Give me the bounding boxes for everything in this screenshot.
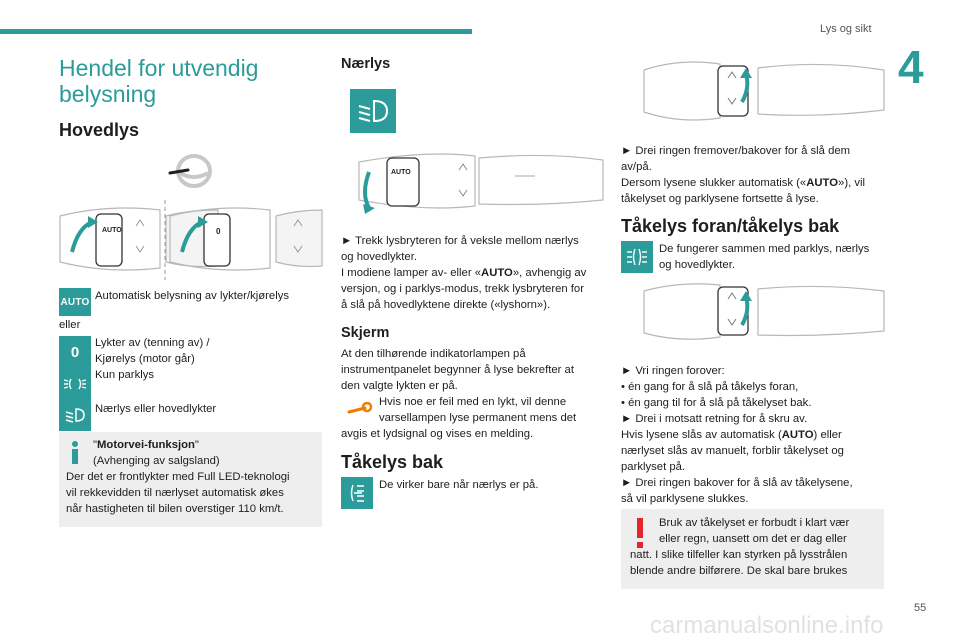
- chapter-number: 4: [898, 41, 924, 93]
- warning-line-4: blende andre bilførere. De skal bare bru…: [630, 565, 848, 577]
- ring-para-line-3: Dersom lysene slukker automatisk («AUTO»…: [621, 177, 866, 189]
- warning-line-3: natt. I slike tilfeller kan styrken på l…: [630, 549, 848, 561]
- steering-wheel-illustration: [168, 154, 212, 188]
- screen-para-line-1: At den tilhørende indikatorlampen på: [341, 348, 526, 360]
- fog-para-line-2: og hovedlykter.: [659, 259, 735, 271]
- fog-steps-line-7: parklyset på.: [621, 461, 686, 473]
- heading-rear-fog: Tåkelys bak: [341, 452, 444, 472]
- dipped-beam-large-icon: [350, 89, 396, 133]
- page-number: 55: [914, 602, 927, 614]
- info-line-2: vil rekkevidden til nærlyset automatisk …: [66, 487, 284, 499]
- svg-text:0: 0: [216, 227, 221, 236]
- fog-steps-line-9: så vil parklysene slukkes.: [621, 493, 749, 505]
- rear-fog-icon: [341, 477, 373, 509]
- fog-para-line-1: De fungerer sammen med parklys, nærlys: [659, 243, 870, 255]
- heading-fog-lights: Tåkelys foran/tåkelys bak: [621, 216, 840, 236]
- dipped-para-line-3: I modiene lamper av- eller «AUTO», avhen…: [341, 267, 587, 279]
- fault-para-line-3: avgis et lydsignal og vises en melding.: [341, 428, 534, 440]
- dipped-beam-stalk-illustration: AUTO: [358, 153, 604, 214]
- rear-fog-text: De virker bare når nærlys er på.: [379, 479, 539, 491]
- parking-lights-text: Kun parklys: [95, 369, 155, 381]
- fog-steps-line-5: Hvis lysene slås av automatisk (AUTO) el…: [621, 429, 842, 441]
- fog-steps-line-6: nærlyset slås av manuelt, forblir tåkely…: [621, 445, 844, 457]
- info-icon: [72, 441, 78, 464]
- or-text: eller: [59, 319, 81, 331]
- screen-para-line-2: instrumentpanelet begynner å lyse bekref…: [341, 364, 574, 376]
- warning-exclamation-icon: [637, 518, 643, 548]
- dipped-para-line-2: og hovedlykter.: [341, 251, 417, 263]
- auto-lighting-text: Automatisk belysning av lykter/kjørelys: [95, 290, 289, 302]
- ring-para-line-4: tåkelyset og parklysene fortsette å lyse…: [621, 193, 819, 205]
- dipped-para-line-1: ► Trekk lysbryteren for å veksle mellom …: [341, 235, 579, 247]
- heading-dipped-beam: Nærlys: [341, 56, 391, 72]
- svg-text:AUTO: AUTO: [391, 169, 411, 176]
- dipped-para-line-5: å slå på hovedlyktene direkte («lyshorn»…: [341, 299, 551, 311]
- light-stalk-illustration-twin: AUTO 0: [59, 200, 323, 280]
- motorway-info-box: [59, 432, 322, 527]
- fog-steps-line-1: ► Vri ringen forover:: [621, 365, 725, 377]
- auto-lighting-icon: AUTO: [59, 288, 91, 316]
- dipped-beam-text: Nærlys eller hovedlykter: [95, 403, 217, 415]
- info-title: "Motorvei-funksjon": [93, 439, 199, 451]
- heading-screen: Skjerm: [341, 325, 390, 341]
- fault-para-line-1: Hvis noe er feil med en lykt, vil denne: [379, 396, 567, 408]
- fog-warning-box: [621, 509, 884, 589]
- fog-ring-stalk-illustration-bottom: [643, 283, 885, 340]
- parking-lights-icon: [59, 368, 91, 400]
- screen-para-line-3: den valgte lykten er på.: [341, 380, 458, 392]
- dipped-para-line-4: versjon, og i parklys-modus, trekk lysbr…: [341, 283, 584, 295]
- fog-steps-line-3: • én gang til for å slå på tåkelyset bak…: [621, 397, 812, 409]
- fault-para-line-2: varsellampen lyse permanent mens det: [379, 412, 577, 424]
- lights-off-text-1: Lykter av (tenning av) /: [95, 337, 210, 349]
- info-line-3: når hastigheten til bilen overstiger 110…: [66, 503, 284, 515]
- info-line-1: Der det er frontlykter med Full LED-tekn…: [66, 471, 290, 483]
- lights-off-text-2: Kjørelys (motor går): [95, 353, 195, 365]
- warning-line-1: Bruk av tåkelyset er forbudt i klart vær: [659, 517, 850, 529]
- header-accent-bar: [0, 29, 472, 34]
- watermark: carmanualsonline.info: [650, 612, 884, 639]
- warning-line-2: eller regn, uansett om det er dag eller: [659, 533, 847, 545]
- heading-main-beam: Hovedlys: [59, 120, 140, 140]
- fog-steps-line-2: • én gang for å slå på tåkelys foran,: [621, 381, 799, 393]
- front-rear-fog-icon: [621, 241, 653, 273]
- page-title: Hendel for utvendig belysning: [59, 55, 259, 107]
- wrench-warning-icon: [341, 394, 375, 426]
- lights-off-icon: 0: [59, 336, 91, 368]
- svg-text:AUTO: AUTO: [102, 227, 122, 234]
- section-title: Lys og sikt: [820, 23, 872, 35]
- ring-para-line-1: ► Drei ringen fremover/bakover for å slå…: [621, 145, 851, 157]
- info-subtitle: (Avhenging av salgsland): [93, 455, 220, 467]
- fog-ring-stalk-illustration-top: [643, 61, 885, 121]
- ring-para-line-2: av/på.: [621, 161, 652, 173]
- fog-steps-line-4: ► Drei i motsatt retning for å skru av.: [621, 413, 808, 425]
- fog-steps-line-8: ► Drei ringen bakover for å slå av tåkel…: [621, 477, 853, 489]
- dipped-beam-icon: [59, 399, 91, 431]
